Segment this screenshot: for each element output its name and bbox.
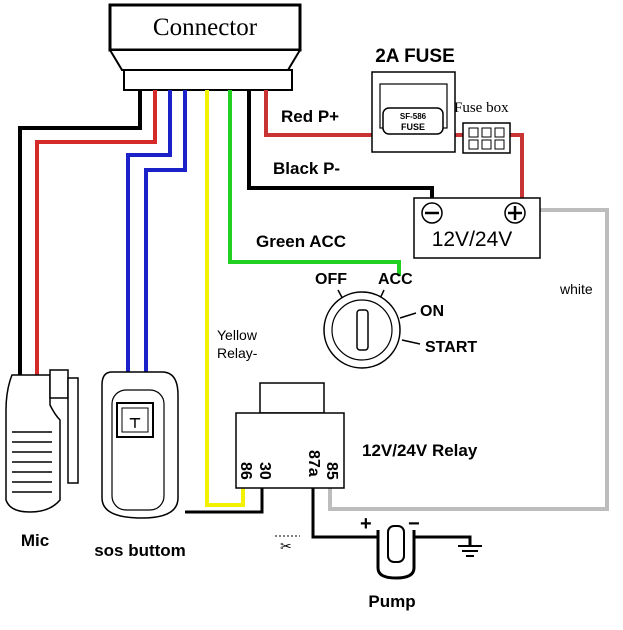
fuse-part-number: SF-586 bbox=[400, 112, 427, 121]
wire-blue-sos-2 bbox=[144, 90, 187, 372]
mic-clip bbox=[49, 369, 69, 399]
mic-bracket bbox=[67, 377, 79, 484]
label-white: white bbox=[559, 281, 593, 297]
ignition-start: START bbox=[425, 339, 477, 356]
fuse-title: 2A FUSE bbox=[375, 46, 455, 67]
tick-start bbox=[401, 339, 421, 345]
label-red-p-plus: Red P+ bbox=[281, 107, 339, 126]
wire-red-mic bbox=[35, 90, 157, 375]
sos-button: ⊤ sos buttom bbox=[94, 371, 186, 560]
pump: + − Pump bbox=[360, 513, 420, 611]
ignition-acc: ACC bbox=[378, 271, 413, 288]
ignition-key-slot bbox=[356, 309, 369, 351]
connector-plug bbox=[123, 69, 293, 91]
ignition-switch: OFF ACC ON START bbox=[315, 271, 477, 369]
tick-on bbox=[399, 312, 417, 319]
label-green-acc: Green ACC bbox=[256, 232, 346, 251]
battery: 12V/24V bbox=[413, 197, 541, 259]
mic-body bbox=[5, 374, 61, 513]
pump-wiring bbox=[185, 488, 472, 545]
fuse-box-label: Fuse box bbox=[454, 100, 509, 116]
mic: Mic bbox=[5, 369, 79, 550]
mic-label: Mic bbox=[21, 531, 49, 550]
wire-white bbox=[328, 208, 609, 511]
pump-minus: − bbox=[408, 513, 420, 535]
relay-pin-86: 86 bbox=[237, 462, 254, 480]
wire-black-mic bbox=[18, 90, 142, 375]
wire-87a bbox=[311, 488, 378, 539]
relay-label: 12V/24V Relay bbox=[362, 441, 478, 460]
pump-plus: + bbox=[360, 513, 372, 535]
relay-body bbox=[235, 412, 345, 489]
wire-green-acc bbox=[228, 90, 401, 276]
wire-red-battery-plus bbox=[510, 133, 524, 198]
mic-grille bbox=[12, 431, 52, 493]
wire-black-p-minus bbox=[247, 90, 434, 198]
wire-yellow-relay bbox=[205, 90, 245, 507]
relay-top bbox=[259, 382, 325, 414]
wire-30 bbox=[185, 488, 264, 514]
sos-label: sos buttom bbox=[94, 541, 186, 560]
relay-pin-85: 85 bbox=[323, 462, 340, 480]
connector-taper bbox=[108, 49, 302, 71]
ground-icon bbox=[458, 545, 482, 557]
connector-label: Connector bbox=[153, 14, 258, 41]
scissors-icon: ✂ bbox=[280, 538, 292, 554]
wire-red-p-plus bbox=[264, 90, 372, 137]
relay-pin-30: 30 bbox=[256, 462, 273, 480]
label-black-p-minus: Black P- bbox=[273, 159, 340, 178]
pump-label: Pump bbox=[368, 592, 415, 611]
connector: Connector bbox=[108, 3, 302, 91]
relay: 12V/24V Relay 86 30 87a 85 bbox=[235, 382, 478, 489]
label-yellow: Yellow bbox=[217, 327, 258, 343]
ignition-on: ON bbox=[420, 303, 444, 320]
fuse-part-label: FUSE bbox=[401, 122, 425, 132]
wire-pump-ground bbox=[415, 535, 472, 545]
fuse-cartridge bbox=[382, 107, 444, 135]
ignition-off: OFF bbox=[315, 271, 347, 288]
sos-button-face bbox=[121, 407, 149, 433]
wire-harness bbox=[18, 90, 609, 511]
relay-pin-87a: 87a bbox=[305, 450, 322, 477]
label-relay-minus: Relay- bbox=[217, 345, 258, 361]
battery-label: 12V/24V bbox=[432, 228, 513, 251]
pump-core bbox=[387, 525, 405, 563]
fuse-assembly: 2A FUSE SF-586 FUSE Fuse box bbox=[371, 46, 511, 154]
sos-icon: ⊤ bbox=[129, 415, 142, 431]
wire-blue-sos-1 bbox=[126, 90, 172, 372]
fuse-box-pins bbox=[468, 127, 505, 150]
